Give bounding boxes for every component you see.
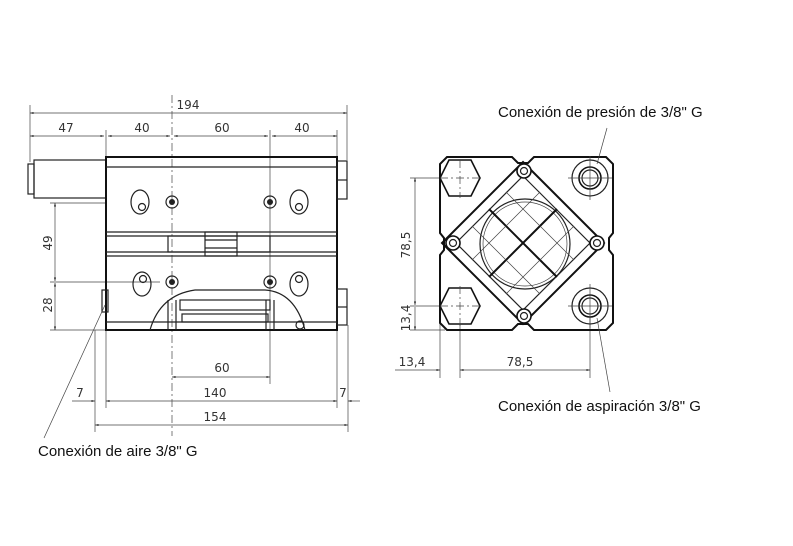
suction-connection-label: Conexión de aspiración 3/8" G [498, 398, 701, 415]
valve-body-front [439, 156, 614, 331]
side-view: 194 47 40 60 40 49 28 60 7 140 7 154 Con… [27, 95, 360, 460]
valve-body-side [27, 156, 348, 331]
dim-right-offset: 7 [339, 386, 347, 400]
suction-port-icon [568, 284, 612, 328]
pressure-connection-label: Conexión de presión de 3/8" G [498, 104, 703, 121]
dim-overall-width: 194 [177, 98, 200, 112]
front-extension-lines [395, 177, 591, 378]
dim-height-lower: 28 [41, 297, 55, 312]
dim-vertical-offset: 13,4 [399, 305, 413, 332]
dim-vertical-spacing: 78,5 [399, 232, 413, 259]
dim-seg-2: 40 [134, 121, 149, 135]
air-connection-leader [43, 304, 106, 439]
mounting-holes [130, 189, 309, 297]
slot-hole-icon [130, 189, 150, 215]
dim-left-offset: 7 [76, 386, 84, 400]
dim-total-base: 154 [204, 410, 227, 424]
dim-base-length: 140 [204, 386, 227, 400]
front-view: 78,5 13,4 13,4 78,5 Conexión de presión … [395, 104, 703, 415]
dim-height-upper: 49 [41, 235, 55, 250]
diaphragm-circle [479, 198, 571, 290]
pressure-leader [596, 127, 608, 165]
dim-seg-3: 60 [214, 121, 229, 135]
bolts [445, 163, 605, 324]
extension-lines [29, 105, 349, 432]
pressure-port-icon [568, 156, 612, 200]
dim-seg-1: 47 [58, 121, 73, 135]
air-connection-label: Conexión de aire 3/8" G [38, 443, 198, 460]
dimension-lines [30, 111, 360, 427]
dim-horizontal-offset: 13,4 [399, 355, 426, 369]
dim-horizontal-spacing: 78,5 [507, 355, 534, 369]
suction-leader [596, 317, 611, 393]
dim-seg-4: 40 [294, 121, 309, 135]
dim-bottom-hole-spacing: 60 [214, 361, 229, 375]
